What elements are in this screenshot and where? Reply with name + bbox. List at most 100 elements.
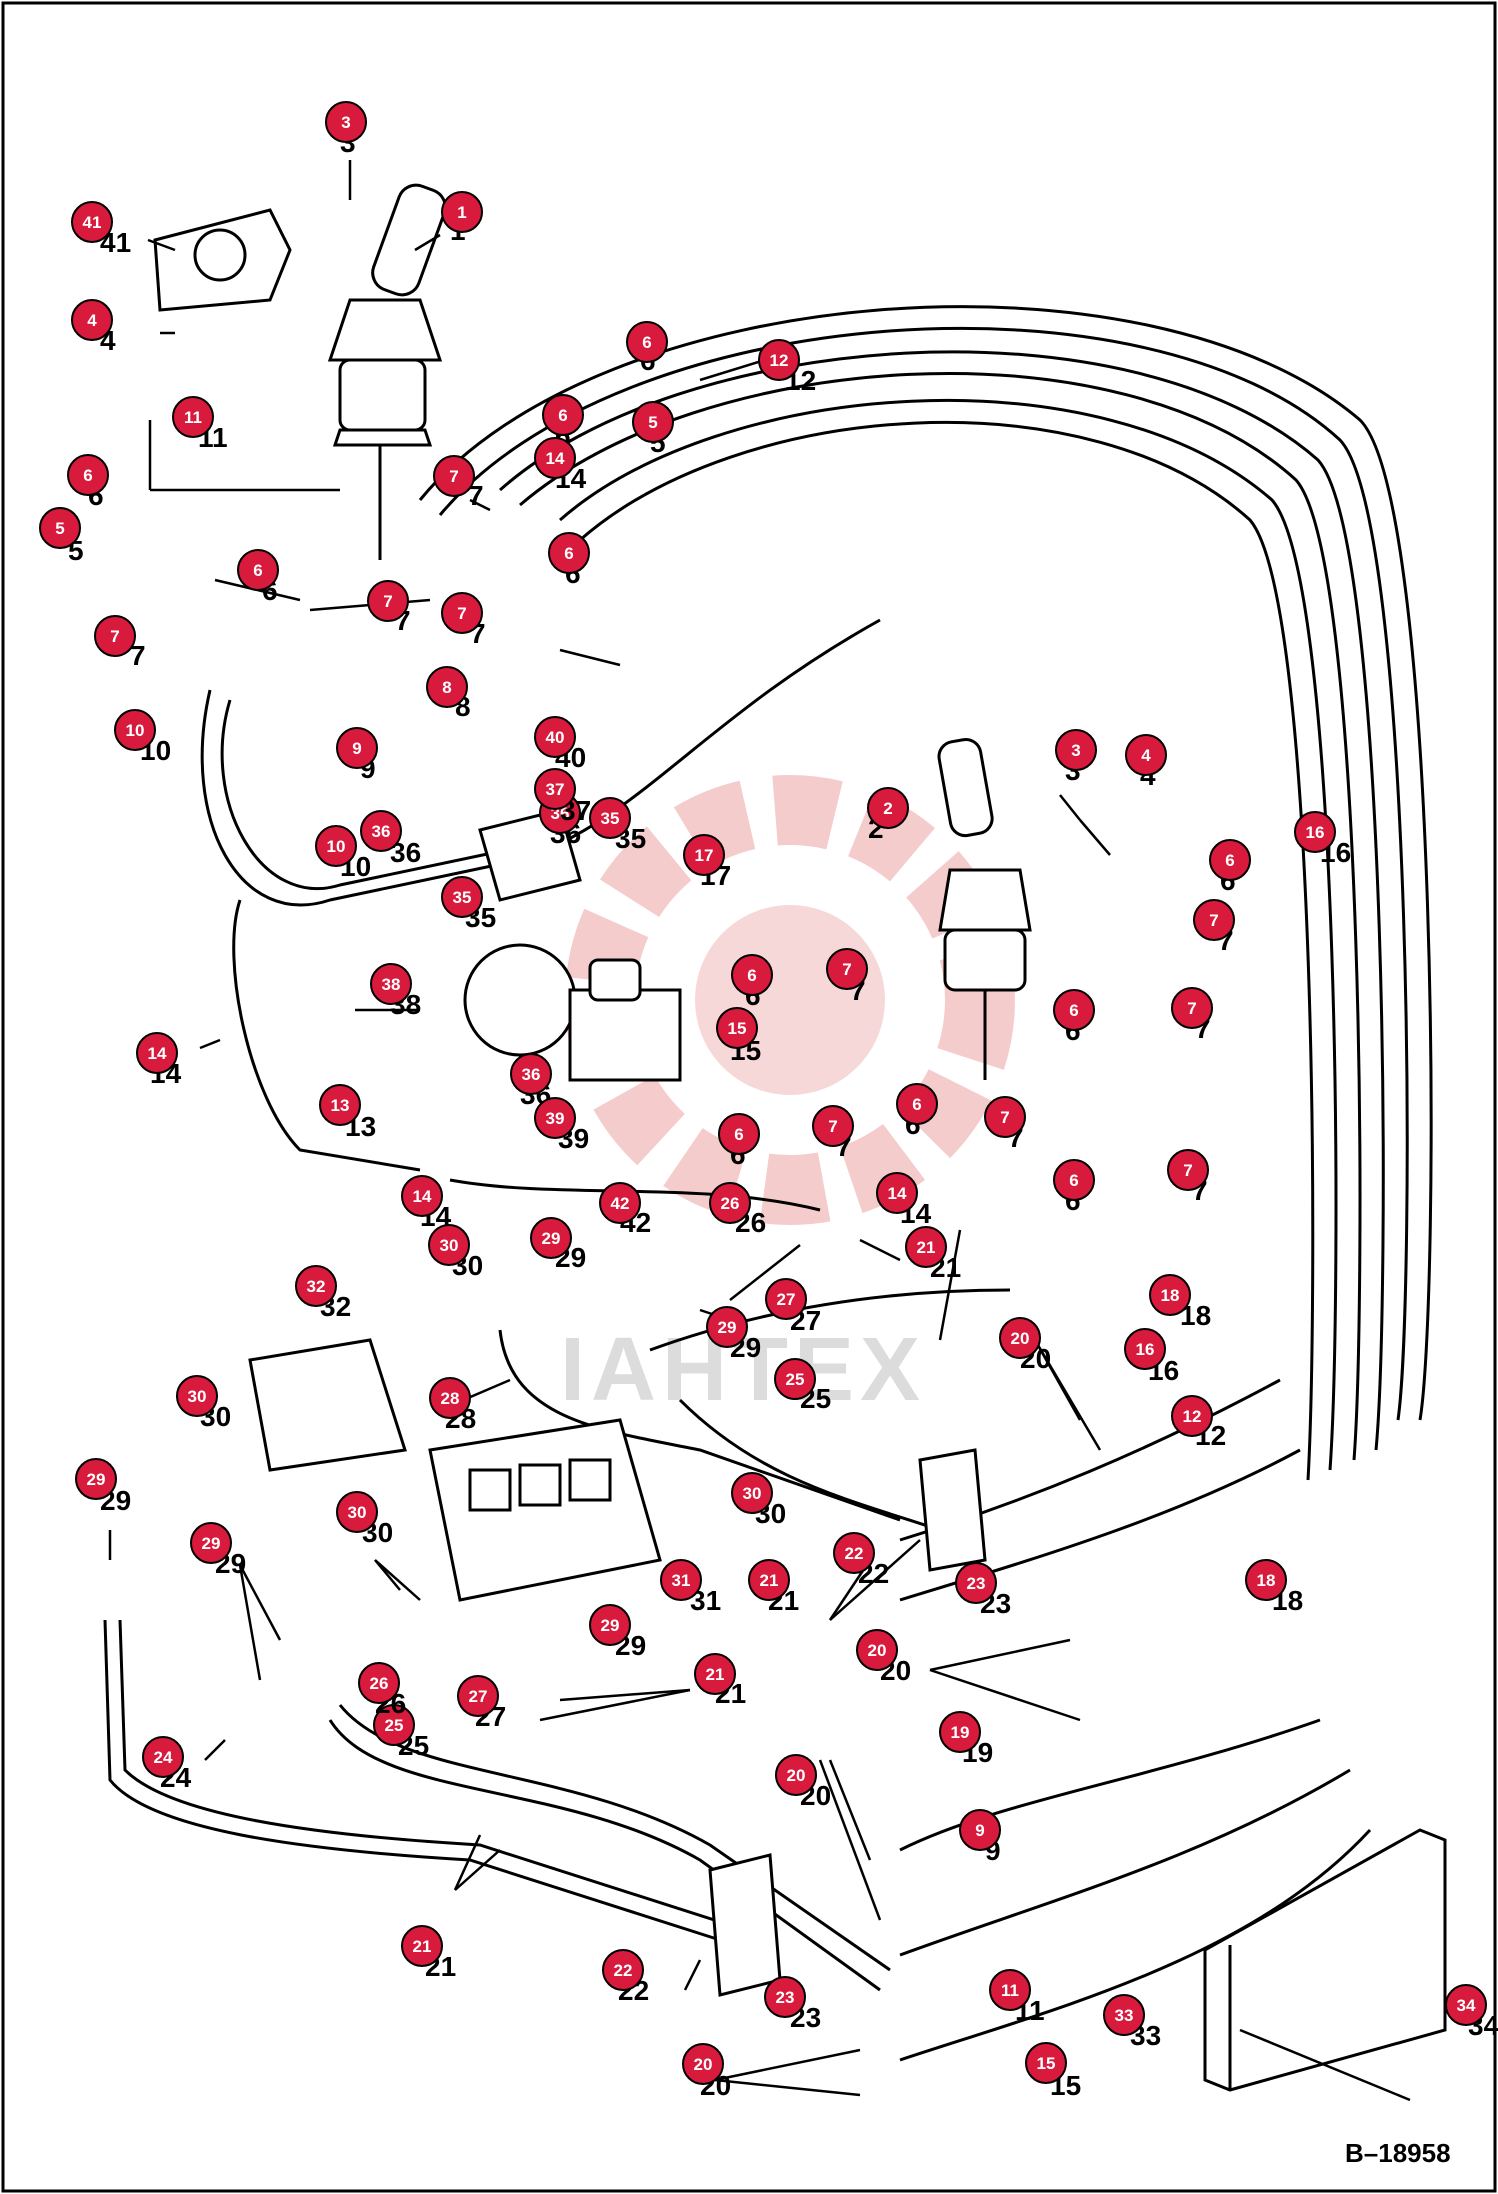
callout-badge-c6c[interactable]: 6 bbox=[67, 454, 109, 496]
callout-badge-c33[interactable]: 33 bbox=[1103, 1994, 1145, 2036]
callout-badge-c6g[interactable]: 6 bbox=[731, 954, 773, 996]
callout-badge-c15b[interactable]: 15 bbox=[1025, 2042, 1067, 2084]
callout-badge-c6h[interactable]: 6 bbox=[1053, 989, 1095, 1031]
callout-badge-c7i[interactable]: 7 bbox=[984, 1096, 1026, 1138]
callout-badge-c29c[interactable]: 29 bbox=[75, 1458, 117, 1500]
callout-badge-c36c[interactable]: 36 bbox=[510, 1053, 552, 1095]
callout-badge-c21a[interactable]: 21 bbox=[905, 1226, 947, 1268]
callout-badge-c7b[interactable]: 7 bbox=[367, 580, 409, 622]
callout-badge-c32[interactable]: 32 bbox=[295, 1265, 337, 1307]
callout-badge-c7j[interactable]: 7 bbox=[1167, 1149, 1209, 1191]
callout-badge-c40[interactable]: 40 bbox=[534, 716, 576, 758]
callout-badge-c6d[interactable]: 6 bbox=[237, 549, 279, 591]
callout-badge-c3b[interactable]: 3 bbox=[1055, 729, 1097, 771]
callout-badge-circle bbox=[142, 1736, 184, 1778]
callout-badge-c25a[interactable]: 25 bbox=[774, 1358, 816, 1400]
callout-badge-c6f[interactable]: 6 bbox=[1209, 839, 1251, 881]
callout-badge-c6a[interactable]: 6 bbox=[626, 321, 668, 363]
callout-badge-c7c[interactable]: 7 bbox=[441, 592, 483, 634]
callout-badge-c1[interactable]: 1 bbox=[441, 191, 483, 233]
callout-badge-c29d[interactable]: 29 bbox=[190, 1522, 232, 1564]
callout-badge-c9b[interactable]: 9 bbox=[959, 1809, 1001, 1851]
callout-badge-c13[interactable]: 13 bbox=[319, 1084, 361, 1126]
callout-badge-c29e[interactable]: 29 bbox=[589, 1604, 631, 1646]
callout-badge-c23a[interactable]: 23 bbox=[955, 1562, 997, 1604]
callout-badge-c26b[interactable]: 26 bbox=[358, 1662, 400, 1704]
callout-badge-c12a[interactable]: 12 bbox=[758, 339, 800, 381]
callout-badge-c10b[interactable]: 10 bbox=[315, 825, 357, 867]
callout-badge-c25b[interactable]: 25 bbox=[373, 1704, 415, 1746]
callout-badge-c15a[interactable]: 15 bbox=[716, 1007, 758, 1049]
callout-badge-c7a[interactable]: 7 bbox=[433, 455, 475, 497]
callout-badge-circle bbox=[530, 1217, 572, 1259]
callout-badge-c11a[interactable]: 11 bbox=[172, 396, 214, 438]
callout-badge-c26a[interactable]: 26 bbox=[709, 1182, 751, 1224]
callout-badge-c6e[interactable]: 6 bbox=[548, 532, 590, 574]
callout-badge-c5b[interactable]: 5 bbox=[632, 401, 674, 443]
callout-badge-c24[interactable]: 24 bbox=[142, 1736, 184, 1778]
callout-badge-c7h[interactable]: 7 bbox=[812, 1105, 854, 1147]
callout-badge-c7d[interactable]: 7 bbox=[94, 615, 136, 657]
callout-badge-c41[interactable]: 41 bbox=[71, 201, 113, 243]
callout-badge-c29b[interactable]: 29 bbox=[706, 1306, 748, 1348]
callout-badge-c6b[interactable]: 6 bbox=[542, 394, 584, 436]
callout-badge-c16b[interactable]: 16 bbox=[1124, 1328, 1166, 1370]
callout-badge-c2[interactable]: 2 bbox=[867, 787, 909, 829]
callout-badge-c22b[interactable]: 22 bbox=[602, 1949, 644, 1991]
callout-badge-c29a[interactable]: 29 bbox=[530, 1217, 572, 1259]
callout-badge-c27a[interactable]: 27 bbox=[765, 1278, 807, 1320]
callout-badge-c20c[interactable]: 20 bbox=[775, 1754, 817, 1796]
callout-badge-c10a[interactable]: 10 bbox=[114, 709, 156, 751]
callout-badge-c39[interactable]: 39 bbox=[534, 1097, 576, 1139]
callout-badge-circle bbox=[336, 1491, 378, 1533]
callout-badge-c28[interactable]: 28 bbox=[429, 1377, 471, 1419]
callout-badge-c34[interactable]: 34 bbox=[1445, 1984, 1487, 2026]
callout-badge-c9a[interactable]: 9 bbox=[336, 727, 378, 769]
callout-badge-c23b[interactable]: 23 bbox=[764, 1976, 806, 2018]
callout-badge-c42[interactable]: 42 bbox=[599, 1182, 641, 1224]
callout-badge-label: 37 bbox=[546, 780, 565, 799]
callout-badge-c20a[interactable]: 20 bbox=[999, 1317, 1041, 1359]
callout-badge-c35a[interactable]: 35 bbox=[589, 797, 631, 839]
callout-badge-c6j[interactable]: 6 bbox=[718, 1113, 760, 1155]
callout-badge-c7f[interactable]: 7 bbox=[826, 948, 868, 990]
callout-badge-c38[interactable]: 38 bbox=[370, 963, 412, 1005]
callout-badge-c35b[interactable]: 35 bbox=[441, 876, 483, 918]
callout-badge-c7e[interactable]: 7 bbox=[1193, 899, 1235, 941]
callout-badge-c8[interactable]: 8 bbox=[426, 666, 468, 708]
callout-badge-c7g[interactable]: 7 bbox=[1171, 987, 1213, 1029]
callout-badge-c30c[interactable]: 30 bbox=[731, 1472, 773, 1514]
callout-badge-label: 6 bbox=[747, 966, 756, 985]
callout-badge-c5a[interactable]: 5 bbox=[39, 507, 81, 549]
callout-badge-c22a[interactable]: 22 bbox=[833, 1532, 875, 1574]
callout-badge-c18b[interactable]: 18 bbox=[1245, 1559, 1287, 1601]
callout-badge-c14a[interactable]: 14 bbox=[534, 437, 576, 479]
callout-badge-c20d[interactable]: 20 bbox=[682, 2043, 724, 2085]
callout-badge-c6k[interactable]: 6 bbox=[1053, 1159, 1095, 1201]
callout-badge-c6i[interactable]: 6 bbox=[896, 1083, 938, 1125]
callout-badge-c30d[interactable]: 30 bbox=[336, 1491, 378, 1533]
callout-badge-c18a[interactable]: 18 bbox=[1149, 1274, 1191, 1316]
callout-badge-c30a[interactable]: 30 bbox=[428, 1224, 470, 1266]
callout-badge-c21b[interactable]: 21 bbox=[748, 1559, 790, 1601]
callout-badge-c12b[interactable]: 12 bbox=[1171, 1395, 1213, 1437]
callout-badge-c31[interactable]: 31 bbox=[660, 1559, 702, 1601]
callout-badge-c14d[interactable]: 14 bbox=[876, 1172, 918, 1214]
callout-badge-c27b[interactable]: 27 bbox=[457, 1675, 499, 1717]
figure-reference: B–18958 bbox=[1345, 2138, 1451, 2168]
callout-badge-c20b[interactable]: 20 bbox=[856, 1629, 898, 1671]
callout-badge-c17[interactable]: 17 bbox=[683, 834, 725, 876]
callout-badge-c14c[interactable]: 14 bbox=[401, 1175, 443, 1217]
callout-badge-c37[interactable]: 37 bbox=[534, 768, 576, 810]
callout-badge-c30b[interactable]: 30 bbox=[176, 1375, 218, 1417]
callout-badge-c4b[interactable]: 4 bbox=[1125, 734, 1167, 776]
callout-badge-c36a[interactable]: 36 bbox=[360, 810, 402, 852]
callout-badge-c14b[interactable]: 14 bbox=[136, 1032, 178, 1074]
callout-badge-c16a[interactable]: 16 bbox=[1294, 811, 1336, 853]
callout-badge-c21d[interactable]: 21 bbox=[401, 1925, 443, 1967]
callout-badge-c19[interactable]: 19 bbox=[939, 1711, 981, 1753]
callout-badge-c3a[interactable]: 3 bbox=[325, 101, 367, 143]
callout-badge-c4a[interactable]: 4 bbox=[71, 299, 113, 341]
callout-badge-c21c[interactable]: 21 bbox=[694, 1653, 736, 1695]
callout-badge-c11b[interactable]: 11 bbox=[989, 1969, 1031, 2011]
